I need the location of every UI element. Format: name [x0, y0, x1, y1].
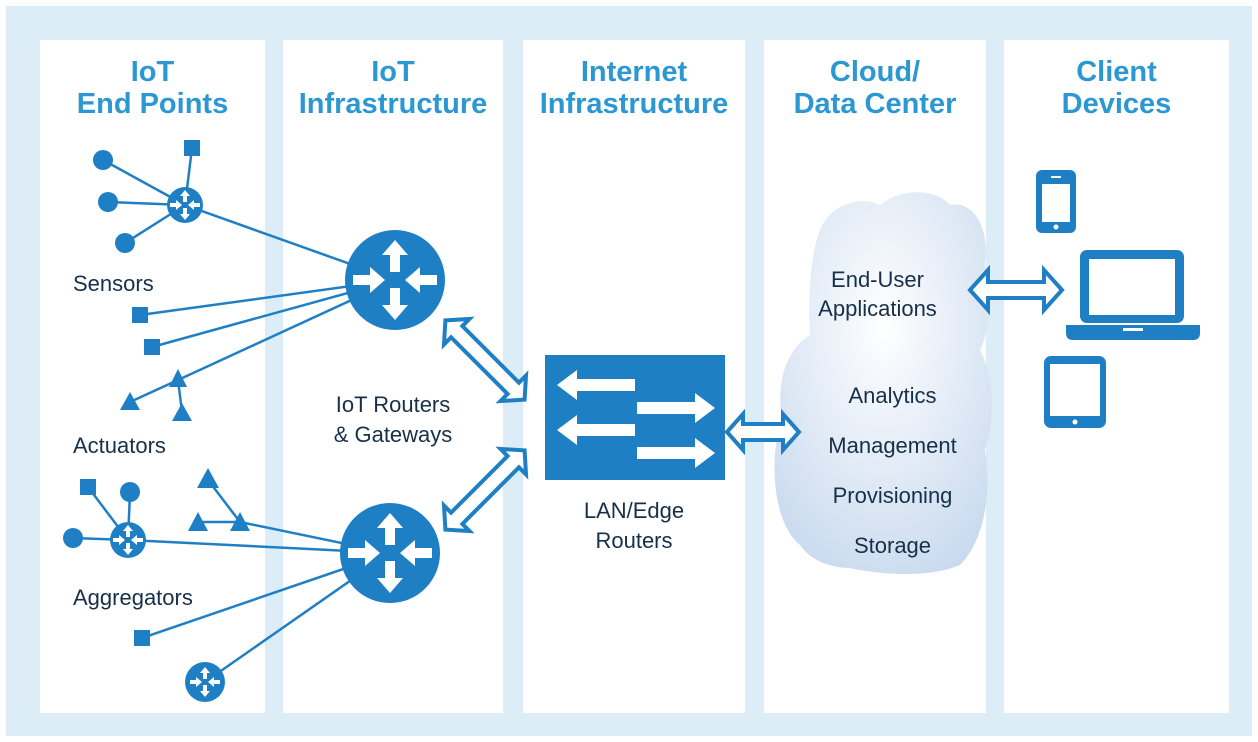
- service-provisioning: Provisioning: [832, 483, 953, 508]
- sensor-square-icon: [184, 140, 200, 156]
- sensor-square-icon: [132, 307, 148, 323]
- service-management: Management: [828, 433, 957, 458]
- iot-router-icon: [345, 230, 445, 330]
- aggregator-square-icon: [134, 630, 150, 646]
- column-title-line: Devices: [1061, 88, 1172, 120]
- column-title: Client Devices: [1004, 56, 1229, 120]
- end-user-applications-label: End-User Applications: [790, 265, 965, 323]
- apps-label-line: End-User: [831, 267, 924, 292]
- cloud-shape: [774, 192, 992, 574]
- iot-routers-label-line: IoT Routers: [335, 392, 451, 417]
- column-title-line: Cloud/: [829, 56, 921, 88]
- iot-routers-label: IoT Routers & Gateways: [283, 390, 503, 450]
- small-router-icon: [185, 662, 225, 702]
- column-title-line: Internet: [580, 56, 688, 88]
- actuator-triangle-icon: [169, 369, 187, 387]
- aggregator-triangle-icon: [188, 512, 208, 531]
- column-title: IoT End Points: [40, 56, 265, 120]
- smartphone-icon: [1036, 170, 1076, 233]
- aggregators-label: Aggregators: [73, 585, 193, 610]
- aggregator-triangle-icon: [230, 512, 250, 531]
- actuator-triangle-icon: [172, 403, 192, 421]
- actuator-endpoints: [120, 369, 192, 421]
- aggregator-dot-icon: [63, 528, 83, 548]
- service-storage: Storage: [853, 533, 932, 558]
- column-iot-end-points: IoT End Points: [40, 40, 265, 713]
- column-title: IoT Infrastructure: [283, 56, 503, 120]
- column-title-line: Client: [1076, 56, 1157, 88]
- tablet-icon: [1044, 356, 1106, 428]
- aggregator-triangle-icon: [197, 468, 219, 488]
- column-title-line: Infrastructure: [539, 88, 729, 120]
- actuator-triangle-icon: [120, 392, 140, 410]
- column-title-line: IoT: [130, 56, 175, 88]
- iot-routers-label-line: & Gateways: [333, 422, 453, 447]
- sensor-dot-icon: [115, 233, 135, 253]
- aggregator-square-icon: [80, 479, 96, 495]
- actuators-label: Actuators: [73, 433, 166, 458]
- lan-routers-label-line: LAN/Edge: [583, 498, 685, 523]
- service-analytics: Analytics: [848, 383, 937, 408]
- column-title-line: Infrastructure: [298, 88, 488, 120]
- column-title-line: End Points: [76, 88, 229, 120]
- sensor-square-icon: [144, 339, 160, 355]
- sensor-dot-icon: [93, 150, 113, 170]
- small-router-icon: [167, 187, 203, 223]
- column-title-line: Data Center: [793, 88, 957, 120]
- cloud-services-list: Analytics Management Provisioning Storag…: [800, 371, 985, 571]
- lan-switch-icon: [545, 355, 725, 480]
- sensors-label: Sensors: [73, 271, 154, 296]
- column-title-line: IoT: [371, 56, 415, 88]
- column-title: Internet Infrastructure: [523, 56, 745, 120]
- column-title: Cloud/ Data Center: [764, 56, 986, 120]
- iot-router-icon: [340, 503, 440, 603]
- double-arrow-icon: [441, 446, 529, 534]
- aggregator-dot-icon: [120, 482, 140, 502]
- double-arrow-icon: [724, 408, 802, 456]
- small-router-icon: [110, 522, 146, 558]
- lan-routers-label: LAN/Edge Routers: [523, 496, 745, 556]
- lan-routers-label-line: Routers: [595, 528, 673, 553]
- double-arrow-icon: [967, 264, 1065, 316]
- laptop-icon: [1066, 250, 1200, 340]
- apps-label-line: Applications: [818, 296, 937, 321]
- column-client-devices: Client Devices: [1004, 40, 1229, 713]
- sensor-endpoints: [93, 140, 200, 355]
- double-arrow-icon: [441, 316, 529, 404]
- aggregator-endpoints: [63, 468, 250, 646]
- sensor-dot-icon: [98, 192, 118, 212]
